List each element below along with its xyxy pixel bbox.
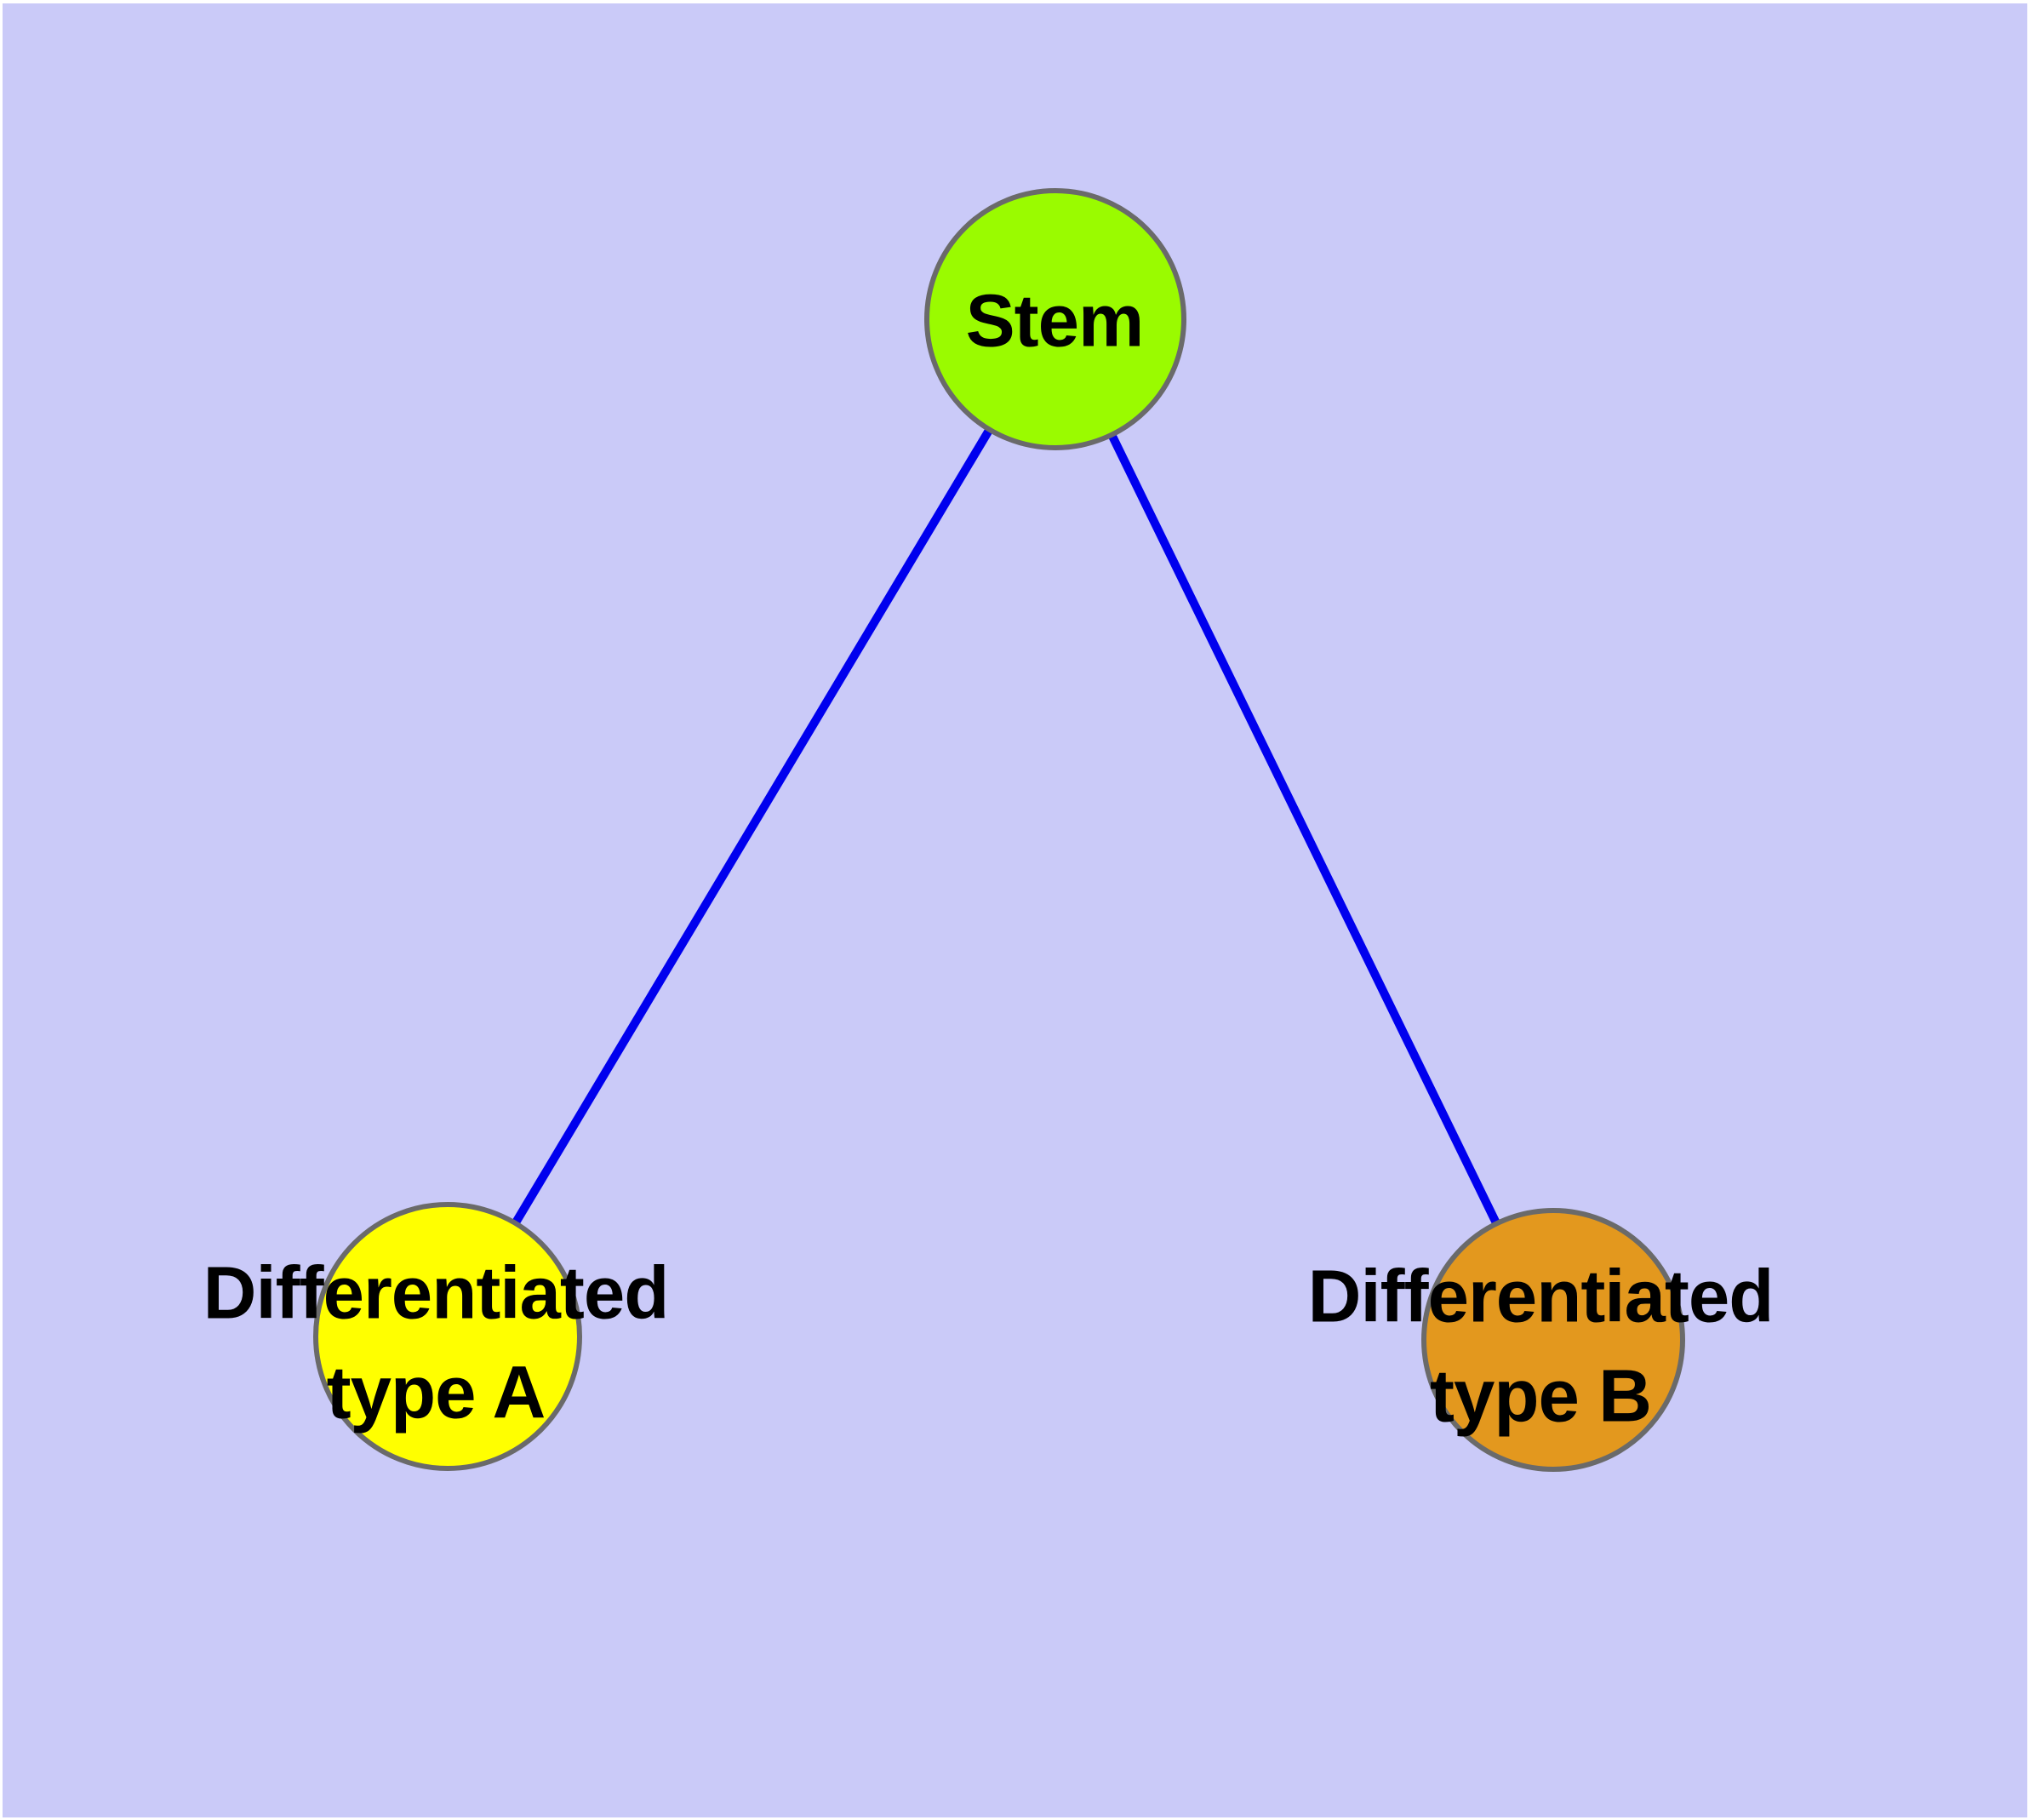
node-differentiated-type-a	[313, 1202, 582, 1471]
node-label-stem: Stem	[965, 279, 1145, 363]
edge-stem-to-type-b	[1051, 317, 1557, 1342]
edge-stem-to-type-a	[443, 317, 1060, 1339]
node-label-differentiated-type-b: Differentiated type B	[1307, 1255, 1775, 1437]
node-label-differentiated-type-a: Differentiated type A	[203, 1251, 670, 1434]
node-differentiated-type-b	[1421, 1208, 1685, 1472]
node-stem	[924, 188, 1186, 450]
